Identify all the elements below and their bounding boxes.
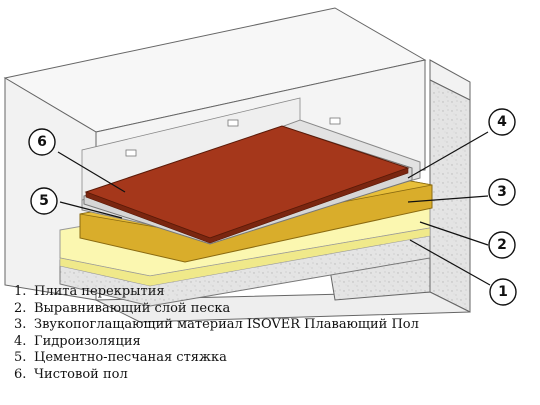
callout-6-label: 6	[37, 134, 47, 150]
leader-3	[407, 195, 489, 203]
callout-leaders	[57, 131, 491, 286]
legend-item-6: 6. Чистовой пол	[14, 367, 419, 384]
callout-5-circle	[30, 187, 58, 215]
callout-1-circle	[489, 278, 517, 306]
callout-3-circle	[488, 178, 516, 206]
wall-clip	[329, 117, 341, 125]
wall-clips	[125, 117, 341, 157]
legend-item-number: 6.	[14, 366, 27, 382]
leader-1	[409, 239, 491, 286]
leader-4	[407, 131, 489, 179]
legend-item-text: Гидроизоляция	[34, 333, 141, 349]
legend-item-text: Плита перекрытия	[34, 284, 165, 299]
legend-item-3: 3. Звукопоглащающий материал ISOVER Плава…	[14, 317, 419, 334]
callout-2-label: 2	[497, 237, 507, 253]
legend-item-text: Звукопоглащающий материал ISOVER Плавающ…	[34, 317, 419, 333]
callout-circles	[28, 108, 517, 306]
legend-item-number: 3.	[14, 317, 27, 333]
leader-5	[59, 201, 123, 219]
callout-labels: 6 5 4 3 2 1	[37, 114, 508, 300]
leader-6	[57, 151, 126, 193]
legend-item-number: 5.	[14, 350, 27, 366]
callout-3-label: 3	[497, 184, 507, 200]
callout-1-label: 1	[498, 284, 508, 300]
legend-item-text: Чистовой пол	[34, 366, 128, 382]
layer-legend: 1. Плита перекрытия 2. Выравнивающий слой …	[14, 284, 419, 384]
callout-6-circle	[28, 128, 56, 156]
legend-item-text: Цементно-песчаная стяжка	[34, 350, 227, 366]
callout-2-circle	[488, 231, 516, 259]
legend-item-2: 2. Выравнивающий слой песка	[14, 301, 419, 318]
legend-item-4: 4. Гидроизоляция	[14, 334, 419, 351]
callout-4-circle	[488, 108, 516, 136]
leader-2	[419, 221, 489, 246]
wall-clip	[227, 119, 239, 127]
legend-item-1: 1. Плита перекрытия	[14, 284, 419, 301]
legend-item-number: 2.	[14, 300, 27, 316]
layer-2-sand-front	[59, 227, 431, 287]
legend-item-5: 5. Цементно-песчаная стяжка	[14, 350, 419, 367]
legend-item-text: Выравнивающий слой песка	[34, 300, 231, 316]
legend-item-number: 4.	[14, 333, 27, 349]
right-wall-face	[429, 79, 471, 313]
wall-clip	[125, 149, 137, 157]
callout-4-label: 4	[497, 114, 507, 130]
layer-6-finish-floor-edge	[85, 167, 409, 244]
callout-5-label: 5	[39, 193, 49, 209]
legend-item-number: 1.	[14, 284, 27, 299]
